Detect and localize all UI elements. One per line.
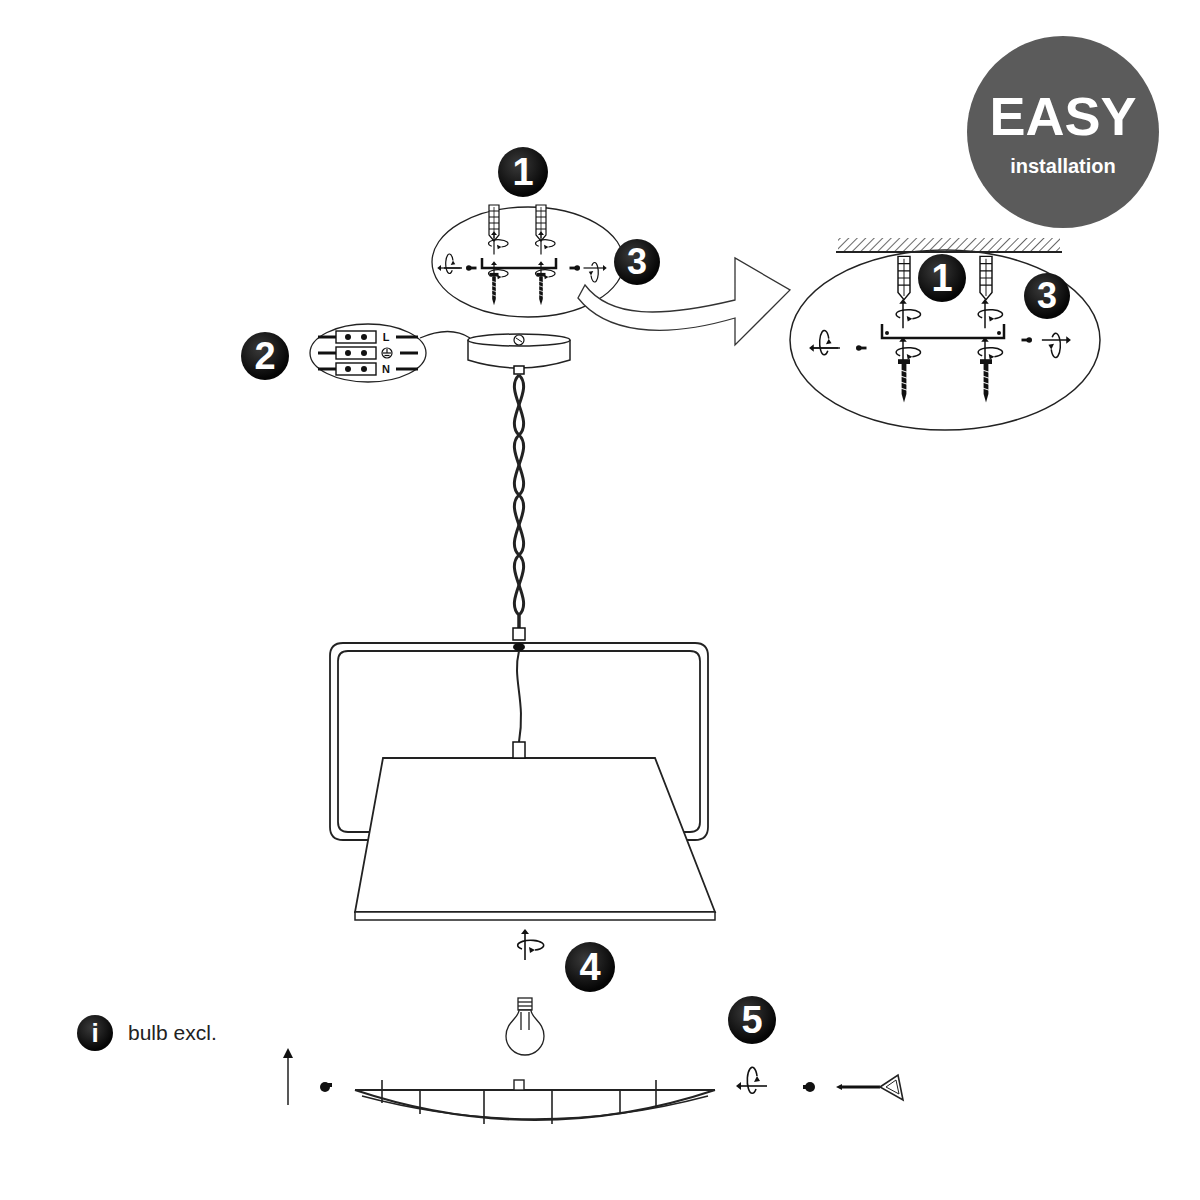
badge-heading: EASY [989,87,1136,146]
callout-number: 1 [498,147,548,197]
callout-number: 4 [565,942,615,992]
callout-number: 5 [728,996,776,1044]
ground-symbol [382,348,392,358]
callout-number: i [77,1015,113,1051]
callout-number: 3 [614,239,660,285]
callout-number: 2 [241,332,289,380]
bulb-icon [506,998,544,1055]
badge-subheading: installation [1010,155,1116,177]
terminal-name: N [381,363,391,375]
callout-number: 1 [918,254,966,302]
badge-circle: EASY installation [967,36,1159,228]
terminal-name: L [382,331,391,343]
callout-number: 3 [1024,273,1070,319]
note-text: bulb excl. [128,1021,217,1045]
